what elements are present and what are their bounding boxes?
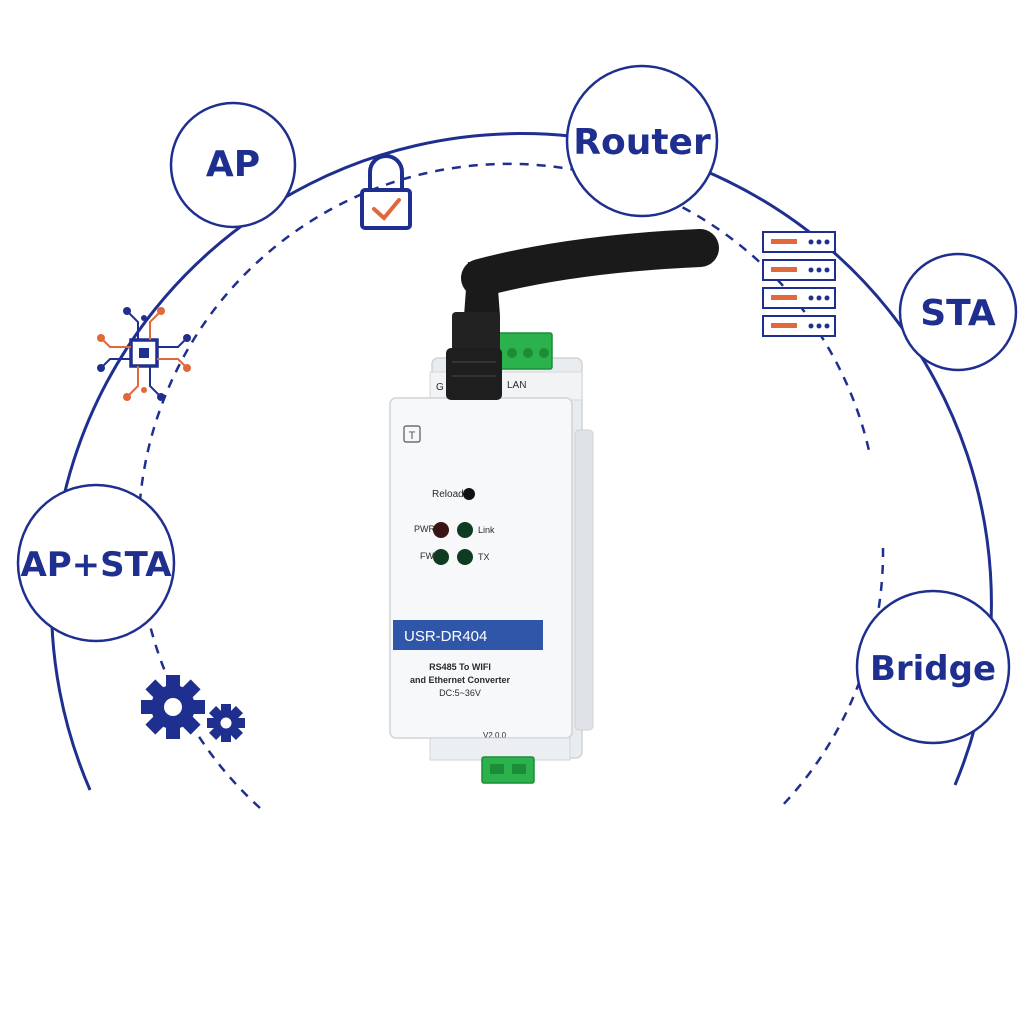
- device-front-panel: [389, 397, 573, 739]
- led-tx: [457, 549, 473, 565]
- circuit-chip-icon: [97, 307, 191, 401]
- mode-ap-label: AP: [206, 144, 260, 185]
- mode-ap-sta: AP+STA: [16, 483, 176, 643]
- bottom-terminal-block: [481, 756, 535, 784]
- mode-ap-sta-label: AP+STA: [20, 545, 172, 585]
- lock-check-icon: [360, 154, 412, 230]
- led-fw-label: FW: [420, 551, 434, 561]
- svg-text:T: T: [409, 430, 416, 442]
- version-label: V2.0.0: [483, 731, 507, 740]
- model-banner: [393, 620, 543, 650]
- mode-bridge-label: Bridge: [870, 649, 996, 689]
- model-name: USR-DR404: [404, 628, 487, 645]
- led-pwr: [433, 522, 449, 538]
- mode-router: Router: [565, 64, 719, 218]
- led-tx-label: TX: [478, 552, 490, 562]
- reload-label: Reload: [432, 489, 464, 500]
- led-link: [457, 522, 473, 538]
- mode-sta: STA: [898, 252, 1018, 372]
- port-g-label: G: [436, 382, 444, 393]
- power-spec: DC:5~36V: [439, 688, 481, 698]
- gears-icon: [141, 675, 245, 742]
- led-pwr-label: PWR: [414, 524, 435, 534]
- mode-sta-label: STA: [920, 293, 996, 334]
- reload-button[interactable]: [463, 488, 475, 500]
- inner-ring-right-arc: [779, 547, 885, 809]
- antenna: [446, 229, 719, 400]
- mode-bridge: Bridge: [855, 589, 1011, 745]
- mode-ap: AP: [169, 101, 297, 229]
- led-link-label: Link: [478, 525, 495, 535]
- server-rack-icon: [762, 231, 836, 337]
- description-line2: and Ethernet Converter: [410, 675, 511, 685]
- description-line1: RS485 To WIFI: [429, 662, 491, 672]
- top-terminal-block: [495, 332, 553, 370]
- led-fw: [433, 549, 449, 565]
- port-lan-label: LAN: [507, 380, 526, 391]
- mode-router-label: Router: [573, 122, 711, 163]
- device-photo: G LAN T Reload PWR Link FW TX USR-DR404: [389, 229, 719, 784]
